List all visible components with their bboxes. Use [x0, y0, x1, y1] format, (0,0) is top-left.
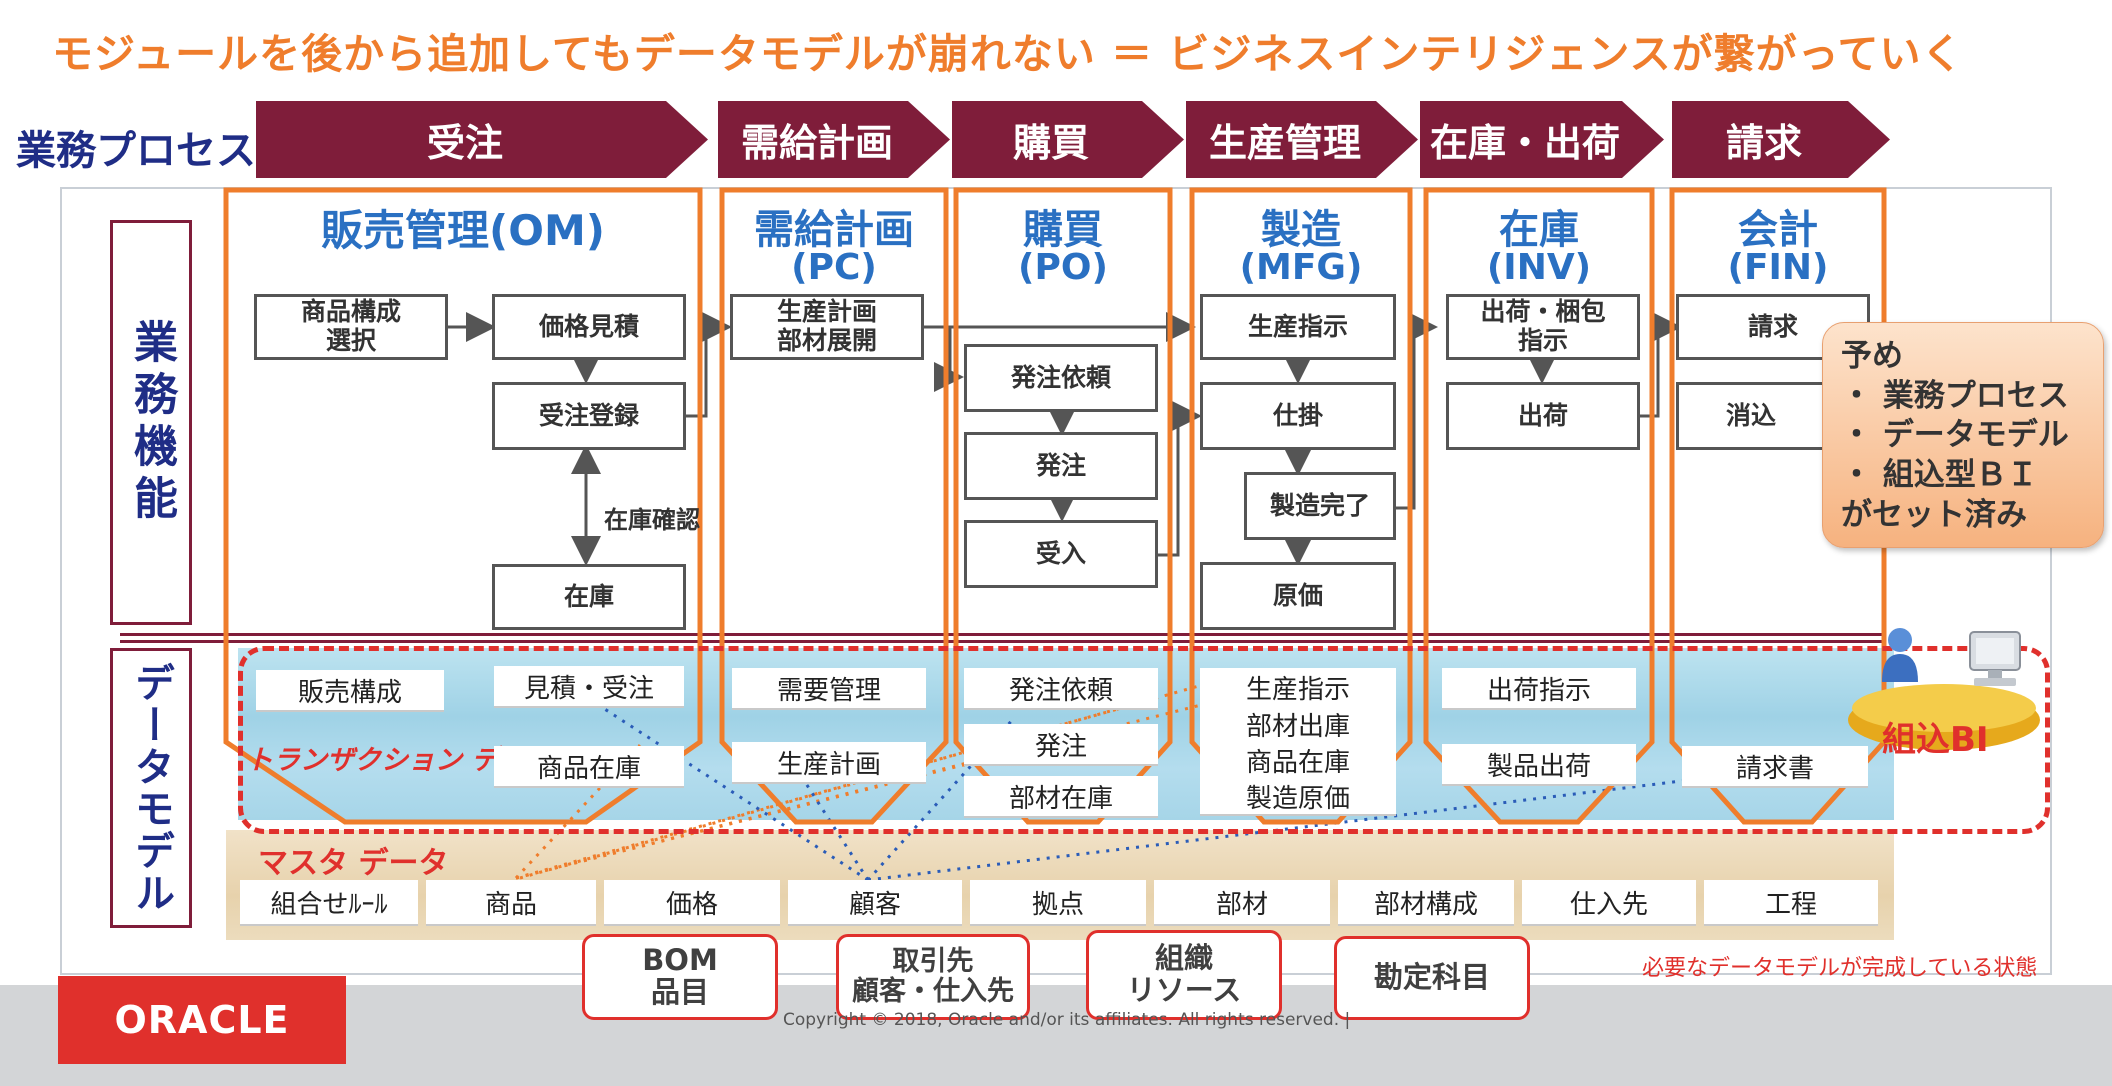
bi-desk-icon: [1844, 672, 2044, 752]
trans-purchase-order: 発注: [964, 724, 1158, 764]
completion-note: 必要なデータモデルが完成している状態: [1642, 956, 2038, 981]
module-title-pc: 需給計画: [754, 207, 914, 253]
function-om-inventory: 在庫: [492, 564, 686, 630]
trans-mfg-product-inventory: 商品在庫: [1200, 742, 1396, 778]
trans-purchase-request: 発注依頼: [964, 668, 1158, 708]
function-production-planning: 生産計画 部材展開: [730, 294, 924, 360]
master-parts: 部材: [1154, 880, 1330, 924]
process-label: 業務プロセス: [16, 128, 256, 174]
preconfigured-callout: 予め ・ 業務プロセス ・ データモデル ・ 組込型ＢＩ がセット済み: [1822, 322, 2104, 548]
callout-line: ・ 業務プロセス: [1841, 377, 2069, 414]
separator-line: [120, 633, 1885, 636]
data-model-label: データモデル: [110, 648, 192, 928]
master-process: 工程: [1704, 880, 1878, 924]
process-step-supply-planning: 需給計画: [718, 101, 950, 178]
copyright-text: Copyright © 2018, Oracle and/or its affi…: [783, 1010, 1351, 1030]
module-title-inv: 在庫: [1499, 207, 1579, 253]
master-supplier: 仕入先: [1522, 880, 1696, 924]
group-bom-items: BOM 品目: [582, 934, 778, 1020]
function-reconciliation: 消込: [1676, 382, 1826, 450]
master-bill-of-materials: 部材構成: [1338, 880, 1514, 924]
inventory-check-note: 在庫確認: [604, 506, 700, 534]
module-code-pc: (PC): [791, 247, 877, 288]
master-product: 商品: [426, 880, 596, 924]
process-step-purchasing: 購買: [952, 101, 1184, 178]
module-title-mfg: 製造: [1261, 207, 1341, 253]
user-icon: [1880, 626, 1920, 682]
trans-shipping-instruction: 出荷指示: [1442, 668, 1636, 708]
footer-band: [0, 985, 2112, 1086]
function-wip: 仕掛: [1200, 382, 1396, 450]
embedded-bi-label: 組込BI: [1882, 720, 1989, 760]
function-purchase-order: 発注: [964, 432, 1158, 500]
callout-title: 予め: [1841, 338, 1903, 374]
computer-icon: [1964, 630, 2026, 688]
trans-production-order: 生産指示: [1200, 668, 1396, 706]
function-order-entry: 受注登録: [492, 382, 686, 450]
trans-invoice: 請求書: [1682, 746, 1868, 786]
master-price: 価格: [604, 880, 780, 924]
headline: モジュールを後から追加してもデータモデルが崩れない ＝ ビジネスインテリジェンス…: [52, 30, 1964, 78]
separator-line: [120, 640, 1885, 643]
callout-line: ・ 組込型ＢＩ: [1841, 457, 2038, 494]
module-code-fin: (FIN): [1727, 247, 1829, 288]
function-shipping: 出荷: [1446, 382, 1640, 450]
function-product-configuration: 商品構成 選択: [254, 294, 448, 360]
business-function-label: 業務機能: [110, 220, 192, 625]
callout-line: がセット済み: [1841, 496, 2027, 533]
function-purchase-request: 発注依頼: [964, 344, 1158, 412]
process-step-production: 生産管理: [1186, 101, 1418, 178]
function-production-order: 生産指示: [1200, 294, 1396, 360]
oracle-logo: ORACLE: [58, 976, 346, 1064]
function-receiving: 受入: [964, 520, 1158, 588]
process-step-billing: 請求: [1672, 101, 1890, 178]
module-title-po: 購買: [1023, 207, 1103, 253]
trans-product-shipment: 製品出荷: [1442, 744, 1636, 784]
function-cost: 原価: [1200, 562, 1396, 630]
module-code-mfg: (MFG): [1239, 247, 1363, 288]
master-customer: 顧客: [788, 880, 962, 924]
function-price-quote: 価格見積: [492, 294, 686, 360]
callout-line: ・ データモデル: [1841, 417, 2069, 454]
group-account-codes: 勘定科目: [1334, 936, 1530, 1020]
master-combination-rule: 組合せﾙｰﾙ: [240, 880, 418, 924]
trans-parts-issue: 部材出庫: [1200, 706, 1396, 742]
process-step-order: 受注: [256, 101, 708, 178]
function-shipping-instruction: 出荷・梱包 指示: [1446, 294, 1640, 360]
group-business-partners: 取引先 顧客・仕入先: [836, 934, 1030, 1020]
module-code-inv: (INV): [1486, 247, 1592, 288]
trans-manufacturing-cost: 製造原価: [1200, 778, 1396, 814]
master-data-label: マスタ データ: [258, 846, 449, 881]
trans-quote-order: 見積・受注: [494, 666, 684, 706]
module-title-om: 販売管理(OM): [321, 206, 605, 255]
trans-parts-inventory: 部材在庫: [964, 776, 1158, 816]
trans-demand-management: 需要管理: [732, 668, 926, 708]
embedded-bi-scope: [238, 646, 2050, 834]
module-title-fin: 会計: [1738, 207, 1818, 253]
trans-product-inventory: 商品在庫: [494, 746, 684, 786]
trans-production-plan: 生産計画: [732, 742, 926, 782]
trans-sales-configuration: 販売構成: [256, 670, 444, 710]
process-step-inventory-shipping: 在庫・出荷: [1420, 101, 1664, 178]
function-production-complete: 製造完了: [1244, 472, 1396, 540]
group-organization-resources: 組織 リソース: [1086, 930, 1282, 1020]
module-code-po: (PO): [1018, 247, 1108, 288]
master-location: 拠点: [970, 880, 1146, 924]
